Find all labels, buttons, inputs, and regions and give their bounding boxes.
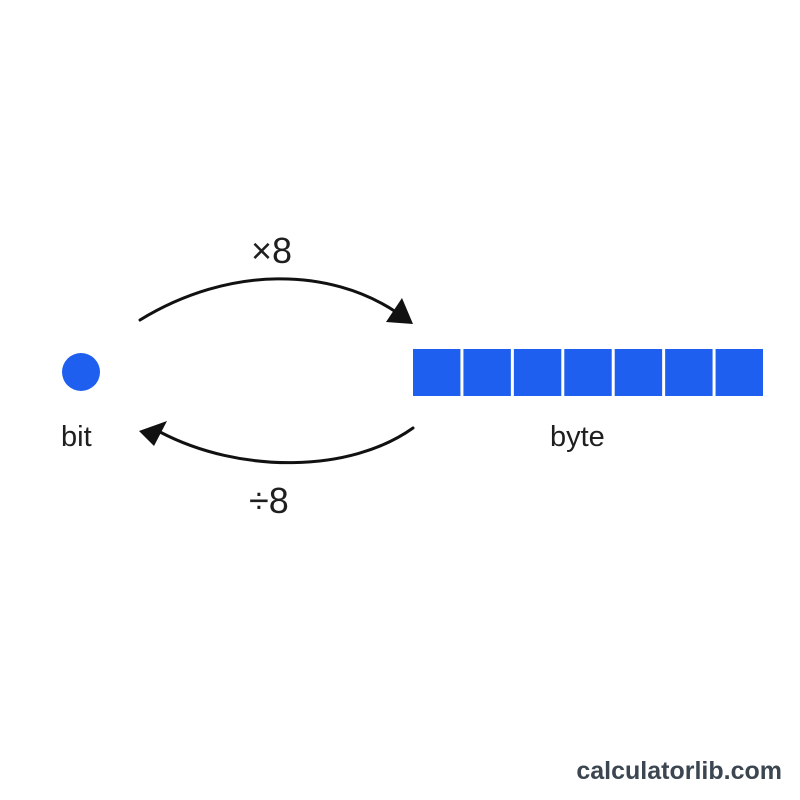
byte-cell: [715, 349, 763, 396]
divide-arrowhead-icon: [139, 421, 167, 446]
multiply-arrowhead-icon: [386, 298, 413, 324]
divide-arrow-curve: [158, 426, 415, 465]
bit-label: bit: [61, 421, 92, 453]
bit-dot: [62, 353, 100, 391]
watermark-text: calculatorlib.com: [576, 757, 782, 785]
byte-cell: [413, 349, 461, 396]
byte-cell: [463, 349, 511, 396]
byte-cell: [614, 349, 663, 396]
multiply-by-eight-label: ×8: [251, 230, 293, 271]
byte-cell: [564, 349, 612, 396]
byte-cell: [513, 349, 562, 396]
byte-label: byte: [550, 421, 605, 453]
multiply-arrow-curve: [138, 277, 398, 322]
byte-cell: [665, 349, 713, 396]
divide-by-eight-label: ÷8: [249, 480, 289, 521]
byte-bar: [413, 349, 763, 396]
